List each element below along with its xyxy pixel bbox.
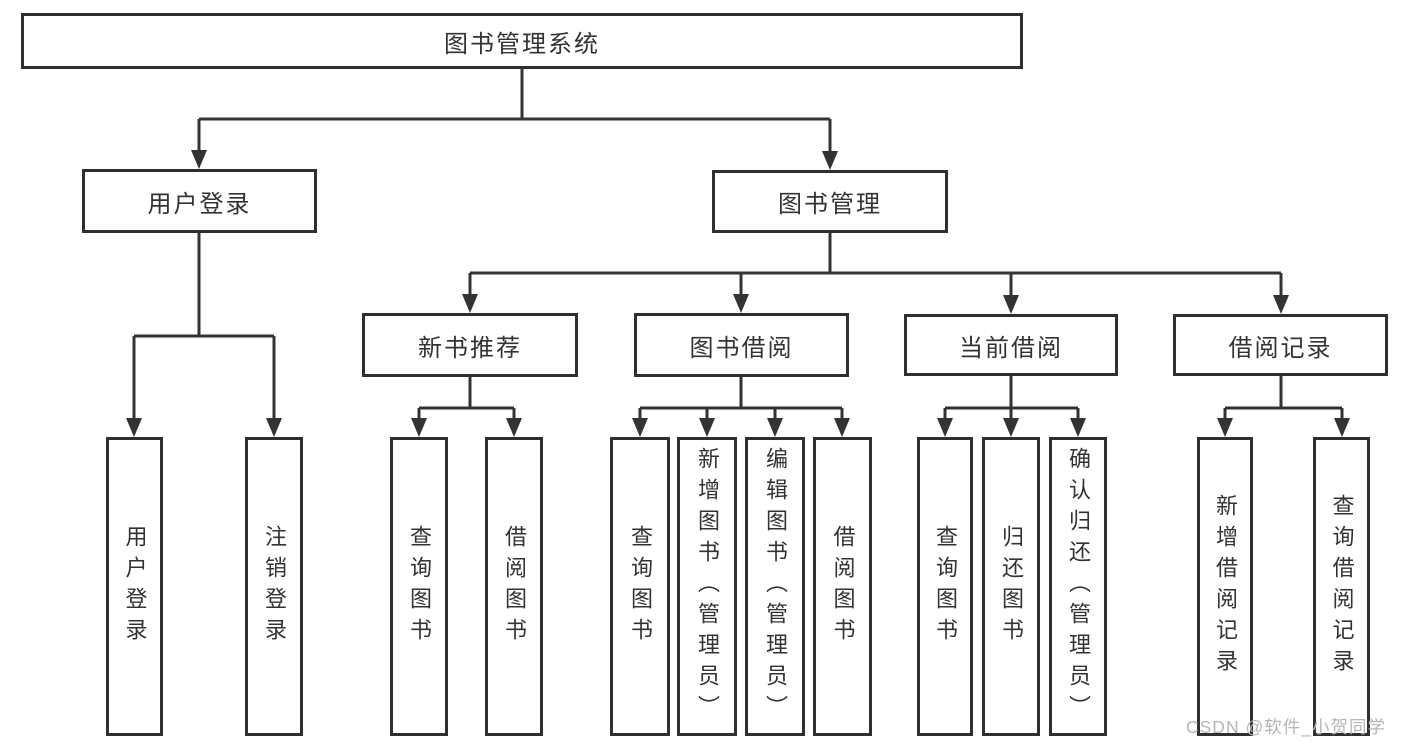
node-label: 当前借阅 bbox=[959, 334, 1063, 362]
node-user-login: 用户登录 bbox=[82, 169, 317, 233]
node-label: 图书借阅 bbox=[689, 334, 794, 362]
leaf-search-books-borrow: 查询图书 bbox=[610, 437, 670, 736]
node-label: 编辑图书（管理员） bbox=[763, 447, 788, 726]
node-borrowing-records: 借阅记录 bbox=[1173, 314, 1388, 376]
node-label: 借阅图书 bbox=[502, 524, 527, 649]
leaf-return-books: 归还图书 bbox=[982, 437, 1040, 736]
node-label: 用户登录 bbox=[122, 524, 148, 649]
leaf-confirm-return-admin: 确认归还（管理员） bbox=[1049, 437, 1107, 736]
leaf-add-books-admin: 新增图书（管理员） bbox=[677, 437, 737, 736]
node-book-borrowing: 图书借阅 bbox=[634, 313, 849, 377]
node-label: 新增图书（管理员） bbox=[695, 447, 720, 726]
leaf-search-borrow-record: 查询借阅记录 bbox=[1313, 437, 1370, 736]
leaf-add-borrow-record: 新增借阅记录 bbox=[1197, 437, 1253, 736]
node-label: 新增借阅记录 bbox=[1213, 493, 1238, 680]
connector-lines bbox=[132, 69, 1344, 429]
node-label: 确认归还（管理员） bbox=[1066, 447, 1091, 726]
leaf-user-login: 用户登录 bbox=[106, 437, 163, 736]
arrowheads bbox=[126, 150, 1350, 437]
node-label: 归还图书 bbox=[999, 524, 1024, 649]
leaf-search-books-current: 查询图书 bbox=[917, 437, 973, 736]
watermark: CSDN @软件_小贺同学 bbox=[1186, 717, 1386, 737]
node-label: 查询图书 bbox=[407, 524, 432, 649]
leaf-logout: 注销登录 bbox=[245, 437, 303, 736]
leaf-borrow-books-recommend: 借阅图书 bbox=[485, 437, 543, 736]
node-label: 借阅图书 bbox=[830, 524, 856, 649]
node-label: 查询图书 bbox=[933, 524, 958, 649]
node-label: 注销登录 bbox=[262, 524, 287, 649]
node-label: 图书管理系统 bbox=[444, 30, 600, 58]
node-current-borrowing: 当前借阅 bbox=[904, 314, 1118, 376]
node-label: 图书管理 bbox=[778, 191, 882, 218]
node-book-management: 图书管理 bbox=[712, 170, 948, 233]
leaf-borrow-books: 借阅图书 bbox=[813, 437, 872, 736]
node-label: 借阅记录 bbox=[1228, 334, 1333, 362]
node-label: 查询图书 bbox=[628, 524, 653, 649]
leaf-edit-books-admin: 编辑图书（管理员） bbox=[745, 437, 805, 736]
node-label: 查询借阅记录 bbox=[1329, 493, 1355, 680]
node-label: 用户登录 bbox=[147, 190, 252, 218]
node-label: 新书推荐 bbox=[418, 334, 522, 362]
node-new-book-recommendation: 新书推荐 bbox=[362, 313, 578, 377]
root-node-library-management-system: 图书管理系统 bbox=[21, 13, 1023, 69]
leaf-search-books-recommend: 查询图书 bbox=[390, 437, 448, 736]
